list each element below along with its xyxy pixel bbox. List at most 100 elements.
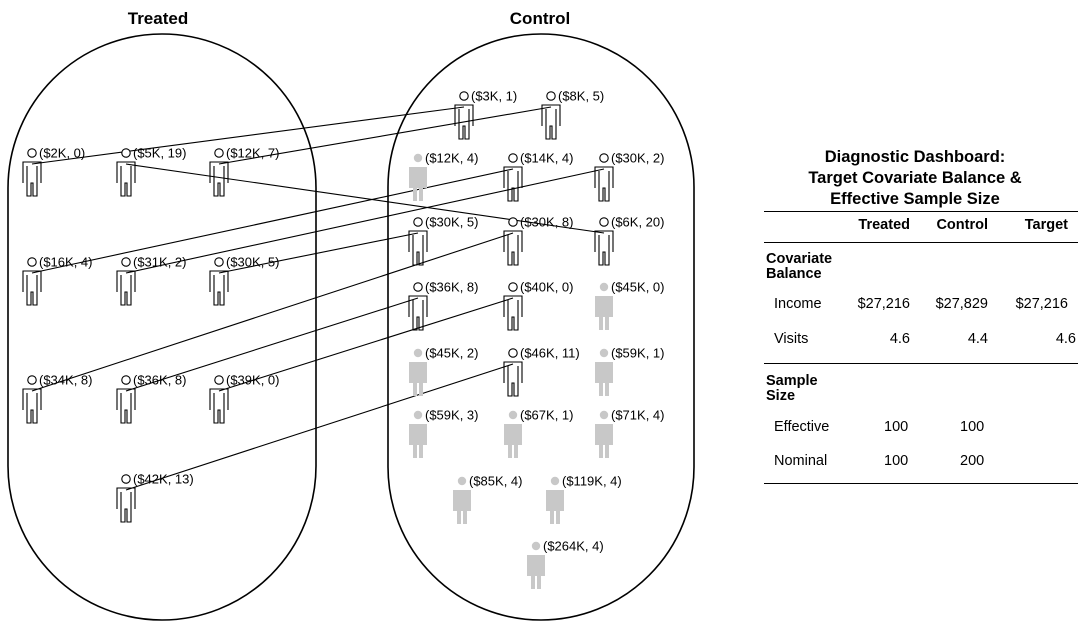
control-unit: ($119K, 4): [546, 474, 622, 524]
visits-treated: 4.6: [889, 331, 910, 347]
match-lines: [31, 106, 605, 491]
treated-unit: ($16K, 4): [22, 255, 92, 306]
match-line: [218, 232, 419, 274]
col-header-target: Target: [1024, 217, 1068, 233]
treated-unit-label: ($30K, 5): [226, 255, 279, 270]
control-unit: ($264K, 4): [527, 539, 604, 589]
control-unit: ($85K, 4): [453, 474, 522, 524]
control-unit-label: ($67K, 1): [520, 408, 573, 423]
match-line: [31, 232, 514, 392]
control-unit-label: ($3K, 1): [471, 89, 517, 104]
match-line: [31, 168, 514, 274]
control-unit-label: ($71K, 4): [611, 408, 664, 423]
treated-units: ($2K, 0) ($5K, 19) ($12K, 7) ($16K, 4) ($31K…: [22, 146, 279, 523]
control-unit-label: ($59K, 3): [425, 408, 478, 423]
control-unit: ($45K, 2): [409, 346, 478, 396]
control-unit-label: ($6K, 20): [611, 215, 664, 230]
control-unit-label: ($40K, 0): [520, 280, 573, 295]
treated-unit: ($5K, 19): [116, 146, 186, 197]
effective-control: 100: [960, 419, 985, 435]
treated-unit-label: ($2K, 0): [39, 146, 85, 161]
control-unit: ($14K, 4): [503, 151, 573, 202]
col-header-treated: Treated: [858, 217, 910, 233]
match-line: [125, 168, 605, 274]
control-unit: ($30K, 2): [594, 151, 664, 202]
income-control: $27,829: [935, 296, 988, 312]
income-treated: $27,216: [857, 296, 910, 312]
treated-unit: ($39K, 0): [209, 373, 279, 424]
match-line: [125, 297, 419, 392]
control-title: Control: [510, 9, 570, 28]
control-unit: ($40K, 0): [503, 280, 573, 331]
control-unit: ($36K, 8): [408, 280, 478, 331]
visits-target: 4.6: [1055, 331, 1076, 347]
control-unit-label: ($45K, 0): [611, 280, 664, 295]
header-rule: [764, 242, 1078, 243]
control-unit: ($8K, 5): [541, 89, 604, 140]
treated-unit: ($30K, 5): [209, 255, 279, 306]
control-unit-label: ($30K, 8): [520, 215, 573, 230]
treated-unit-label: ($36K, 8): [133, 373, 186, 388]
row-label-visits: Visits: [774, 331, 809, 347]
control-unit: ($67K, 1): [504, 408, 573, 458]
dashboard-title-line3: Effective Sample Size: [830, 190, 1000, 208]
control-unit: ($59K, 3): [409, 408, 478, 458]
nominal-control: 200: [960, 453, 985, 469]
control-unit-label: ($30K, 2): [611, 151, 664, 166]
control-unit-label: ($46K, 11): [520, 346, 580, 361]
section-rule: [764, 363, 1078, 364]
control-unit: ($3K, 1): [454, 89, 517, 140]
treated-unit-label: ($16K, 4): [39, 255, 92, 270]
match-line: [125, 363, 514, 491]
control-unit-label: ($264K, 4): [543, 539, 604, 554]
treated-unit: ($31K, 2): [116, 255, 186, 306]
control-unit-label: ($12K, 4): [425, 151, 478, 166]
section-sample-size: Sample Size: [766, 373, 818, 404]
dashboard-title-line2: Target Covariate Balance &: [808, 169, 1022, 187]
control-unit: ($71K, 4): [595, 408, 664, 458]
treated-unit: ($42K, 13): [116, 472, 194, 523]
table-bottom-rule: [764, 483, 1078, 484]
row-label-income: Income: [774, 296, 822, 312]
dashboard-title: Diagnostic Dashboard: Target Covariate B…: [752, 147, 1078, 210]
control-unit-label: ($45K, 2): [425, 346, 478, 361]
income-target: $27,216: [1015, 296, 1068, 312]
treated-unit-label: ($31K, 2): [133, 255, 186, 270]
treated-unit-label: ($34K, 8): [39, 373, 92, 388]
treated-unit-label: ($12K, 7): [226, 146, 279, 161]
control-unit: ($12K, 4): [409, 151, 478, 201]
match-line: [125, 163, 605, 234]
control-unit: ($46K, 11): [503, 346, 580, 397]
control-group-oval: [387, 33, 695, 621]
treated-unit: ($2K, 0): [22, 146, 85, 197]
control-unit-label: ($59K, 1): [611, 346, 664, 361]
control-unit: ($59K, 1): [595, 346, 664, 396]
effective-treated: 100: [884, 419, 909, 435]
control-unit: ($6K, 20): [594, 215, 664, 266]
treated-unit-label: ($5K, 19): [133, 146, 186, 161]
visits-control: 4.4: [967, 331, 988, 347]
dashboard-title-line1: Diagnostic Dashboard:: [824, 148, 1006, 166]
row-label-nominal: Nominal: [774, 453, 828, 469]
control-unit-label: ($85K, 4): [469, 474, 522, 489]
control-unit-label: ($36K, 8): [425, 280, 478, 295]
control-unit-label: ($119K, 4): [562, 474, 622, 489]
match-line: [31, 106, 465, 165]
match-line: [218, 106, 552, 165]
treated-unit: ($36K, 8): [116, 373, 186, 424]
match-line: [218, 297, 514, 392]
col-header-control: Control: [936, 217, 988, 233]
control-unit: ($30K, 5): [408, 215, 478, 266]
treated-unit: ($12K, 7): [209, 146, 279, 197]
control-unit-label: ($14K, 4): [520, 151, 573, 166]
treated-unit-label: ($42K, 13): [133, 472, 194, 487]
control-units: ($3K, 1) ($8K, 5) ($12K, 4) ($14K, 4) ($30K,…: [408, 89, 664, 589]
treated-group-oval: [7, 33, 317, 621]
treated-unit-label: ($39K, 0): [226, 373, 279, 388]
treated-unit: ($34K, 8): [22, 373, 92, 424]
section-covariate-balance: Covariate Balance: [766, 251, 833, 282]
nominal-treated: 100: [884, 453, 909, 469]
row-label-effective: Effective: [774, 419, 830, 435]
matching-diagram: Treated Control ($2K, 0)($5K, 19)($12K, …: [7, 9, 695, 621]
table-top-rule: [764, 211, 1078, 212]
